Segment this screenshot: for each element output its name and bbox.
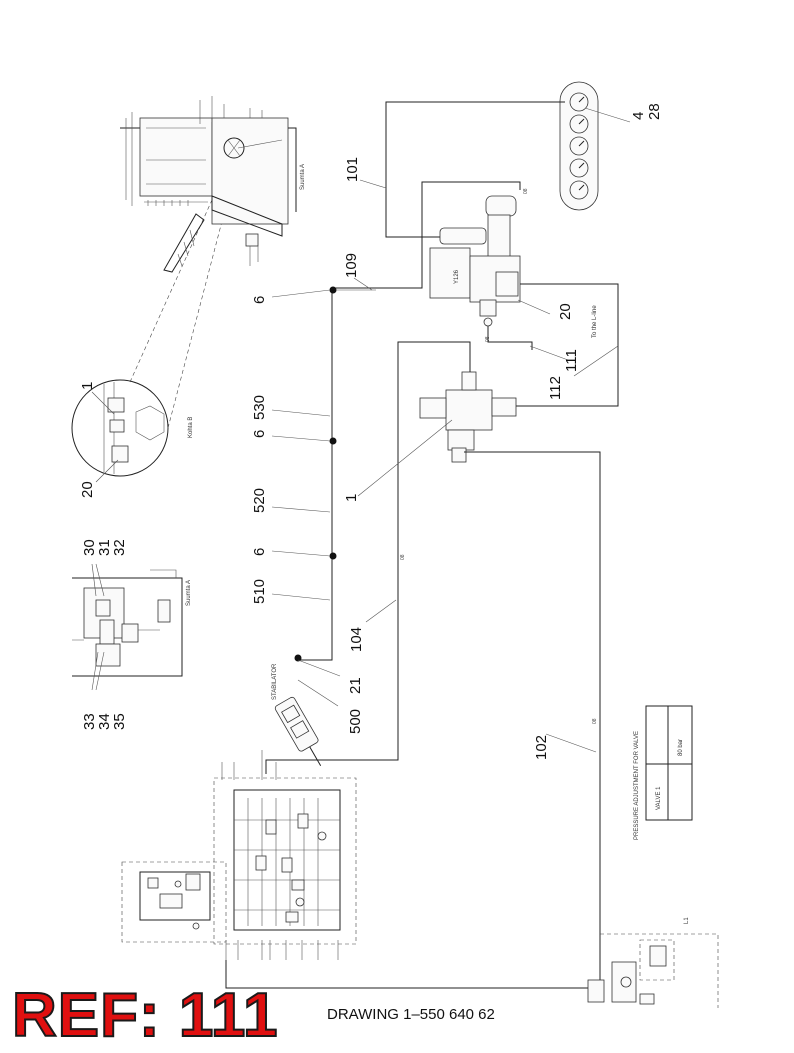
callout-34: 34 — [96, 713, 113, 730]
valve-block-1 — [419, 371, 517, 463]
callout-32: 32 — [111, 539, 128, 556]
detail-kohta-b — [71, 379, 169, 477]
callout-1-a: 1 — [343, 494, 360, 502]
callout-4: 4 — [630, 112, 647, 120]
detail-suumta-a-lower — [72, 569, 183, 677]
callout-31: 31 — [96, 539, 113, 556]
callout-6-c: 6 — [251, 548, 268, 556]
stabilator-cylinder — [274, 696, 322, 767]
suumta-a-top-label: Suumta A — [300, 164, 306, 190]
pump-icon — [620, 976, 632, 988]
stabilator-label: STABILATOR — [272, 663, 278, 700]
solenoid-coil-icon — [429, 247, 471, 299]
pressure-table-valve-value: 80 bar — [678, 739, 684, 756]
callout-6-b: 6 — [251, 430, 268, 438]
callout-35: 35 — [111, 713, 128, 730]
callout-21: 21 — [347, 677, 364, 694]
suumta-a-bottom-label: Suumta A — [186, 580, 192, 606]
callout-20-b: 20 — [79, 481, 96, 498]
pressure-table-valve-label: VALVE 1 — [656, 786, 662, 810]
callout-530: 530 — [251, 395, 268, 420]
callout-1-b: 1 — [79, 382, 96, 390]
pressure-adjustment-table — [645, 705, 693, 821]
hose-label-08-a: 08 — [523, 188, 529, 194]
pump-unit — [587, 939, 675, 1005]
hose-label-08-c: 08 — [400, 554, 406, 560]
callout-30: 30 — [81, 539, 98, 556]
callout-112: 112 — [547, 376, 564, 400]
callout-111: 111 — [563, 349, 580, 372]
callout-33: 33 — [81, 713, 98, 730]
junction-node — [329, 286, 337, 294]
callout-6-a: 6 — [251, 296, 268, 304]
callout-102: 102 — [533, 735, 550, 760]
junction-node — [329, 437, 337, 445]
ref-title: REF: 111 — [11, 981, 279, 1050]
junction-node — [329, 552, 337, 560]
callout-520: 520 — [251, 488, 268, 513]
control-valve-schematic — [121, 750, 357, 960]
callout-104: 104 — [348, 627, 365, 652]
machine-assembly — [120, 96, 297, 273]
kohta-b-label: Kohta B — [188, 417, 194, 438]
callout-109: 109 — [343, 253, 360, 278]
hose-label-08-b: 08 — [485, 336, 491, 342]
pressure-table-heading: PRESSURE ADJUSTMENT FOR VALVE — [634, 731, 640, 840]
callout-510: 510 — [251, 579, 268, 604]
gauge-panel — [559, 81, 599, 211]
callout-28: 28 — [646, 103, 663, 120]
hose-label-08-d: 08 — [592, 718, 598, 724]
l1-label: L1 — [684, 917, 690, 924]
callout-500: 500 — [347, 709, 364, 734]
callout-20-a: 20 — [557, 303, 574, 320]
drawing-number: DRAWING 1–550 640 62 — [327, 1006, 495, 1023]
solenoid-valve-block — [429, 195, 521, 327]
junction-node — [294, 654, 302, 662]
to-l-line-label: To the L-line — [592, 305, 598, 338]
y126-label: Y126 — [454, 269, 460, 284]
callout-101: 101 — [344, 157, 361, 182]
